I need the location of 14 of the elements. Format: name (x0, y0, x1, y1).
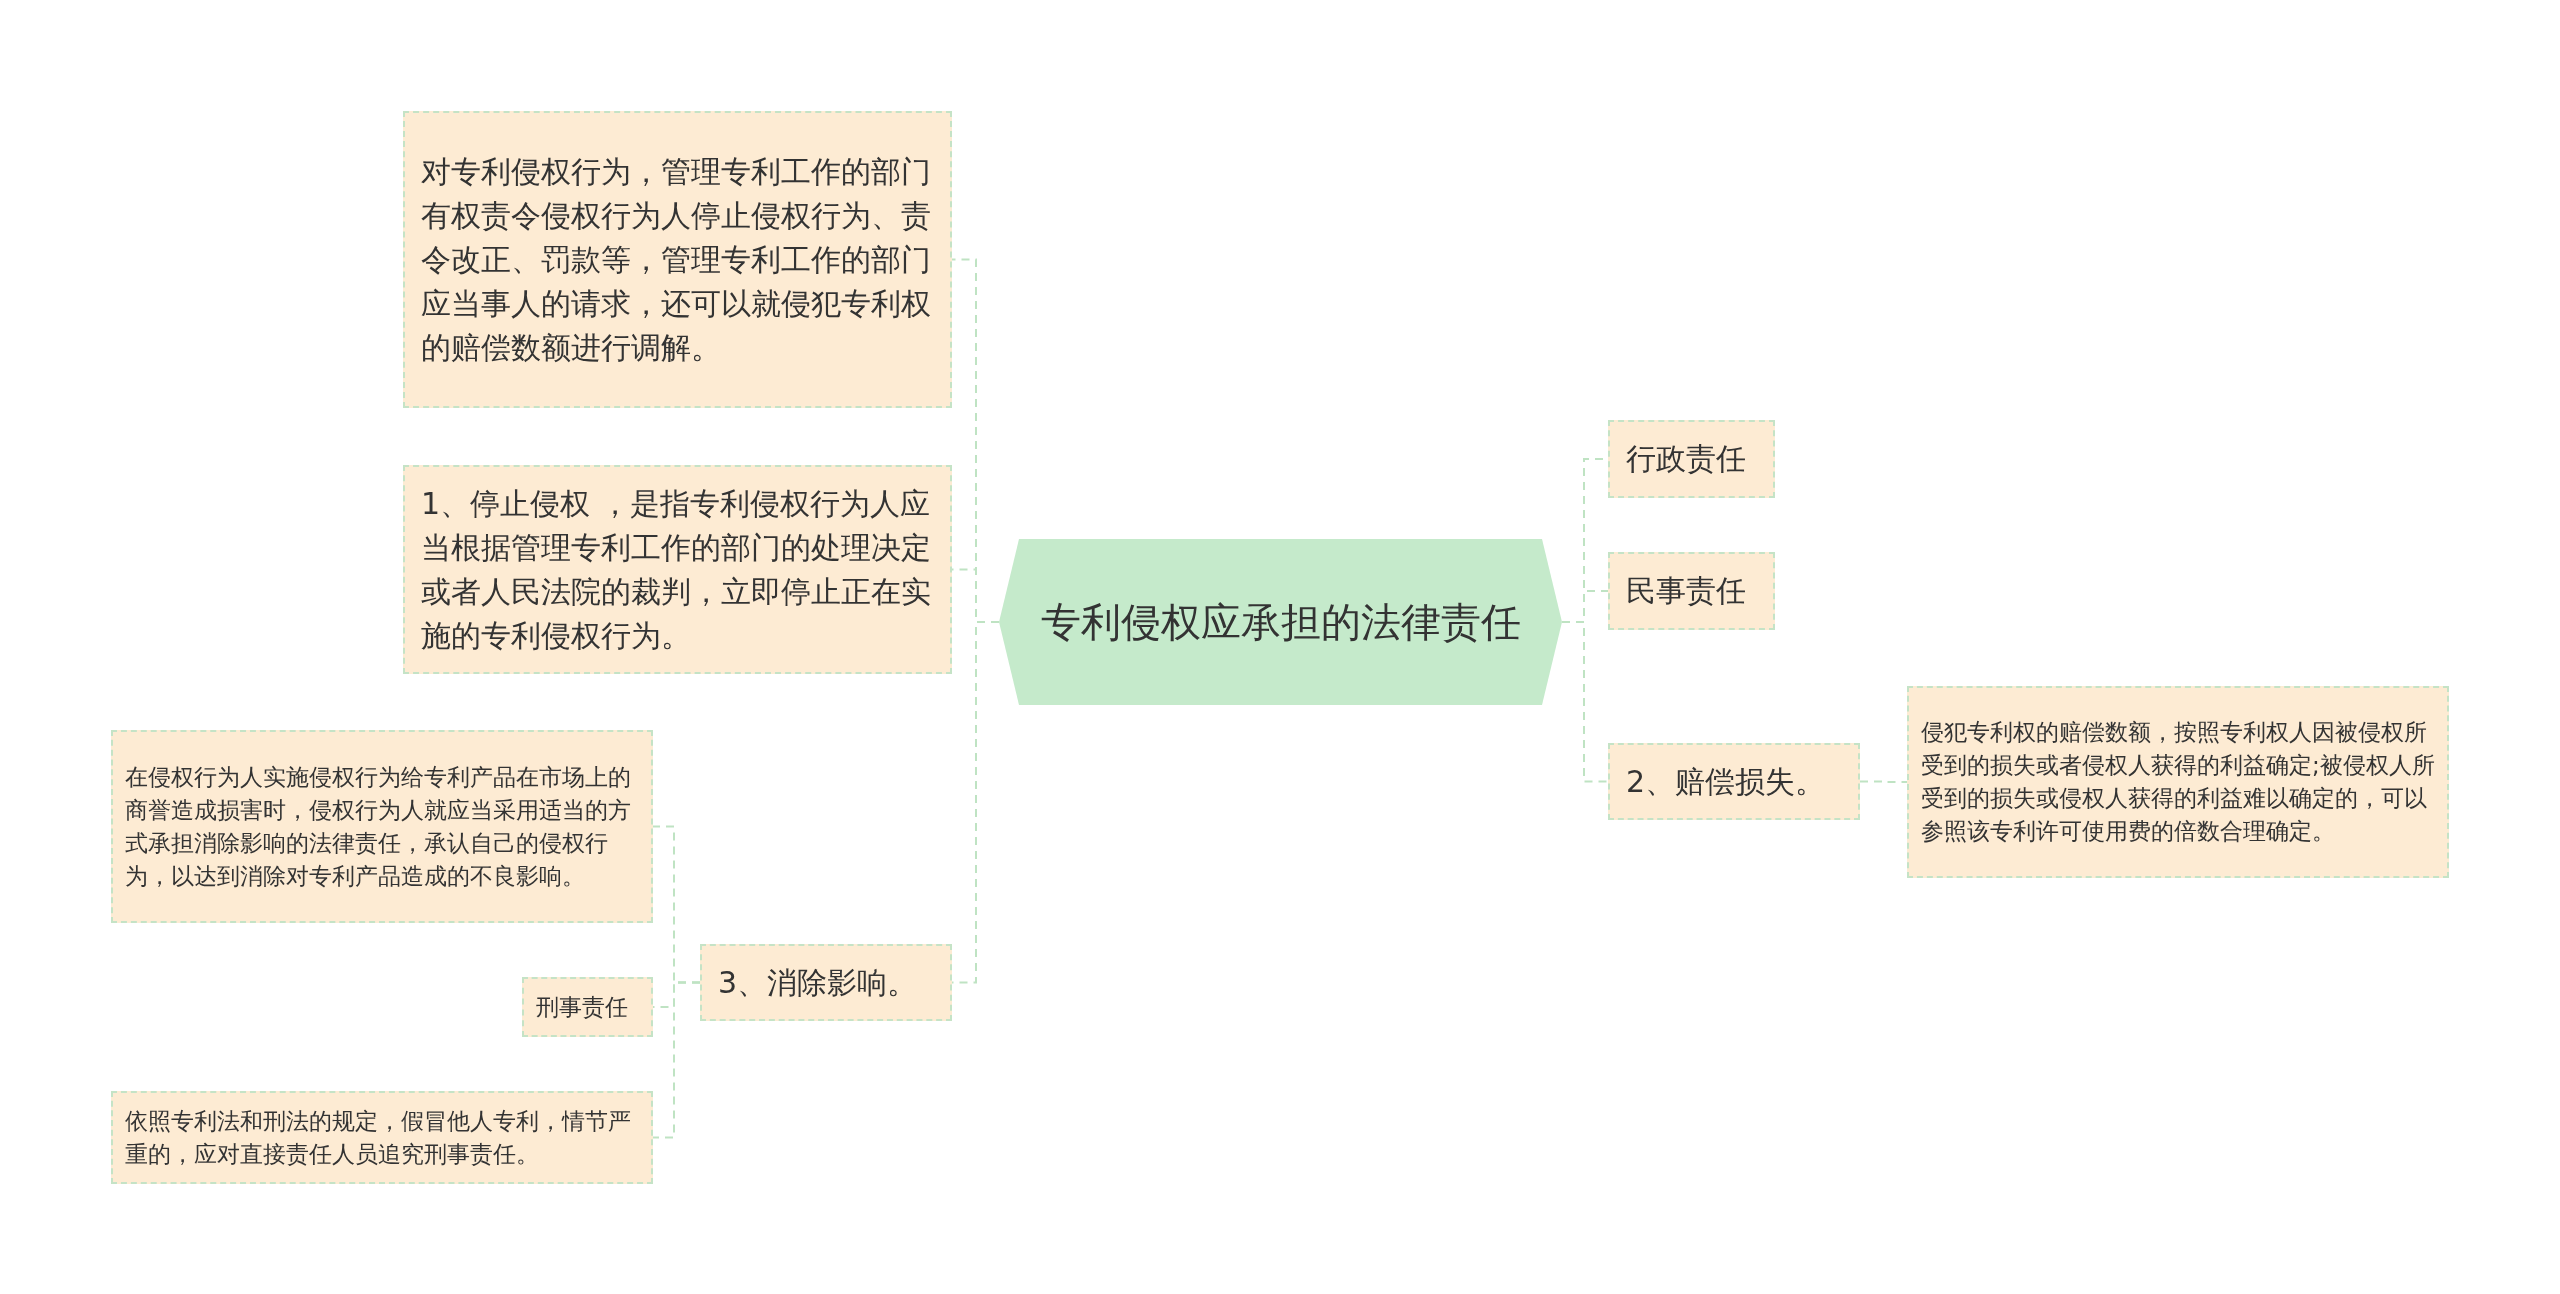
connector-line (652, 981, 701, 1139)
central-topic-hexagon: 专利侵权应承担的法律责任 (999, 539, 1562, 705)
topic-box: 对专利侵权行为，管理专利工作的部门有权责令侵权行为人停止侵权行为、责令改正、罚款等，管理专利工作的部门应当事人的请求，还可以就侵犯专利权的赔偿数额进行调解。 (403, 111, 952, 408)
topic-box: 刑事责任 (522, 977, 653, 1037)
topic-box: 侵犯专利权的赔偿数额，按照专利权人因被侵权所受到的损失或者侵权人获得的利益确定;被侵权人所受到的损失或侵权人获得的利益难以确定的，可以参照该专利许可使用费的倍数合理确定。 (1907, 686, 2449, 878)
connector-line (1859, 780, 1908, 783)
topic-box: 在侵权行为人实施侵权行为给专利产品在市场上的商誉造成损害时，侵权行为人就应当采用适当的方式承担消除影响的法律责任，承认自己的侵权行为，以达到消除对专利产品造成的不良影响。 (111, 730, 653, 923)
connector-line (1561, 621, 1609, 783)
topic-box: 依照专利法和刑法的规定，假冒他人专利，情节严重的，应对直接责任人员追究刑事责任。 (111, 1091, 653, 1184)
topic-box: 民事责任 (1608, 552, 1775, 630)
topic-box: 1、停止侵权 ，是指专利侵权行为人应当根据管理专利工作的部门的处理决定或者人民法院的裁判，立即停止正在实施的专利侵权行为。 (403, 465, 952, 674)
topic-box: 2、赔偿损失。 (1608, 743, 1860, 820)
topic-box: 行政责任 (1608, 420, 1775, 498)
topic-box: 3、消除影响。 (700, 944, 952, 1021)
